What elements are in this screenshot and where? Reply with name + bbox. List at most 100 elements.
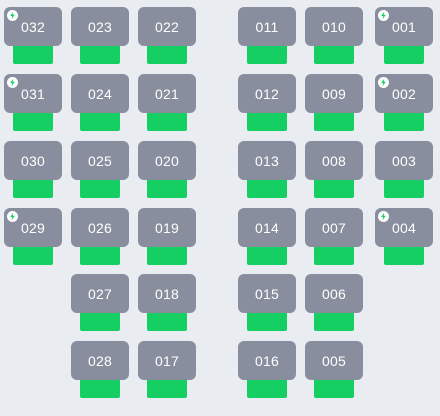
- seat-018[interactable]: 018: [138, 274, 196, 334]
- seat-023[interactable]: 023: [71, 7, 129, 67]
- seat-base: [13, 176, 53, 198]
- seat-base: [314, 42, 354, 64]
- seat-panel: 030: [4, 141, 62, 180]
- seat-label: 011: [255, 19, 279, 35]
- charging-icon: [7, 211, 18, 222]
- seat-label: 023: [88, 19, 112, 35]
- seat-005[interactable]: 005: [305, 341, 363, 401]
- seat-panel: 002: [375, 74, 433, 113]
- seat-013[interactable]: 013: [238, 141, 296, 201]
- seat-panel: 028: [71, 341, 129, 380]
- seat-003[interactable]: 003: [375, 141, 433, 201]
- seat-panel: 001: [375, 7, 433, 46]
- seat-label: 027: [88, 286, 112, 302]
- seat-panel: 010: [305, 7, 363, 46]
- seat-label: 025: [88, 153, 112, 169]
- seat-021[interactable]: 021: [138, 74, 196, 134]
- seat-008[interactable]: 008: [305, 141, 363, 201]
- seat-026[interactable]: 026: [71, 208, 129, 268]
- seat-019[interactable]: 019: [138, 208, 196, 268]
- charging-icon: [378, 77, 389, 88]
- seat-014[interactable]: 014: [238, 208, 296, 268]
- seat-label: 014: [255, 220, 279, 236]
- seat-031[interactable]: 031: [4, 74, 62, 134]
- seat-010[interactable]: 010: [305, 7, 363, 67]
- seat-002[interactable]: 002: [375, 74, 433, 134]
- seat-label: 020: [155, 153, 179, 169]
- seat-panel: 003: [375, 141, 433, 180]
- seat-label: 009: [322, 86, 346, 102]
- seat-012[interactable]: 012: [238, 74, 296, 134]
- charging-icon: [7, 77, 18, 88]
- seat-label: 010: [322, 19, 346, 35]
- seat-024[interactable]: 024: [71, 74, 129, 134]
- seat-base: [147, 42, 187, 64]
- seat-panel: 031: [4, 74, 62, 113]
- seat-panel: 029: [4, 208, 62, 247]
- seat-label: 008: [322, 153, 346, 169]
- seat-base: [384, 109, 424, 131]
- seat-027[interactable]: 027: [71, 274, 129, 334]
- seat-base: [147, 309, 187, 331]
- seat-base: [384, 243, 424, 265]
- seat-panel: 022: [138, 7, 196, 46]
- seat-022[interactable]: 022: [138, 7, 196, 67]
- seat-base: [314, 376, 354, 398]
- seat-base: [247, 309, 287, 331]
- seat-007[interactable]: 007: [305, 208, 363, 268]
- seat-label: 001: [392, 19, 416, 35]
- seat-016[interactable]: 016: [238, 341, 296, 401]
- seat-panel: 006: [305, 274, 363, 313]
- seat-028[interactable]: 028: [71, 341, 129, 401]
- seat-009[interactable]: 009: [305, 74, 363, 134]
- seat-panel: 024: [71, 74, 129, 113]
- seat-label: 016: [255, 353, 279, 369]
- seat-base: [247, 376, 287, 398]
- seat-label: 015: [255, 286, 279, 302]
- seat-base: [314, 109, 354, 131]
- seat-015[interactable]: 015: [238, 274, 296, 334]
- seat-panel: 016: [238, 341, 296, 380]
- seat-001[interactable]: 001: [375, 7, 433, 67]
- seat-panel: 026: [71, 208, 129, 247]
- seat-panel: 014: [238, 208, 296, 247]
- seat-panel: 027: [71, 274, 129, 313]
- seat-label: 019: [155, 220, 179, 236]
- seat-panel: 021: [138, 74, 196, 113]
- seat-label: 026: [88, 220, 112, 236]
- seat-panel: 032: [4, 7, 62, 46]
- seat-panel: 009: [305, 74, 363, 113]
- seat-base: [247, 42, 287, 64]
- seat-004[interactable]: 004: [375, 208, 433, 268]
- seat-base: [80, 376, 120, 398]
- seat-label: 012: [255, 86, 279, 102]
- seat-label: 031: [21, 86, 45, 102]
- seat-025[interactable]: 025: [71, 141, 129, 201]
- seat-label: 002: [392, 86, 416, 102]
- seat-base: [147, 243, 187, 265]
- seat-032[interactable]: 032: [4, 7, 62, 67]
- seat-base: [147, 176, 187, 198]
- seat-030[interactable]: 030: [4, 141, 62, 201]
- seat-006[interactable]: 006: [305, 274, 363, 334]
- seat-panel: 018: [138, 274, 196, 313]
- seat-label: 007: [322, 220, 346, 236]
- seat-029[interactable]: 029: [4, 208, 62, 268]
- seat-label: 003: [392, 153, 416, 169]
- seat-label: 021: [155, 86, 179, 102]
- seat-label: 017: [155, 353, 179, 369]
- seat-011[interactable]: 011: [238, 7, 296, 67]
- seat-panel: 004: [375, 208, 433, 247]
- charging-icon: [7, 10, 18, 21]
- seat-panel: 011: [238, 7, 296, 46]
- seat-panel: 005: [305, 341, 363, 380]
- seat-020[interactable]: 020: [138, 141, 196, 201]
- seat-base: [80, 176, 120, 198]
- seat-panel: 020: [138, 141, 196, 180]
- seat-label: 028: [88, 353, 112, 369]
- seat-base: [247, 176, 287, 198]
- seat-label: 030: [21, 153, 45, 169]
- seat-017[interactable]: 017: [138, 341, 196, 401]
- seat-label: 032: [21, 19, 45, 35]
